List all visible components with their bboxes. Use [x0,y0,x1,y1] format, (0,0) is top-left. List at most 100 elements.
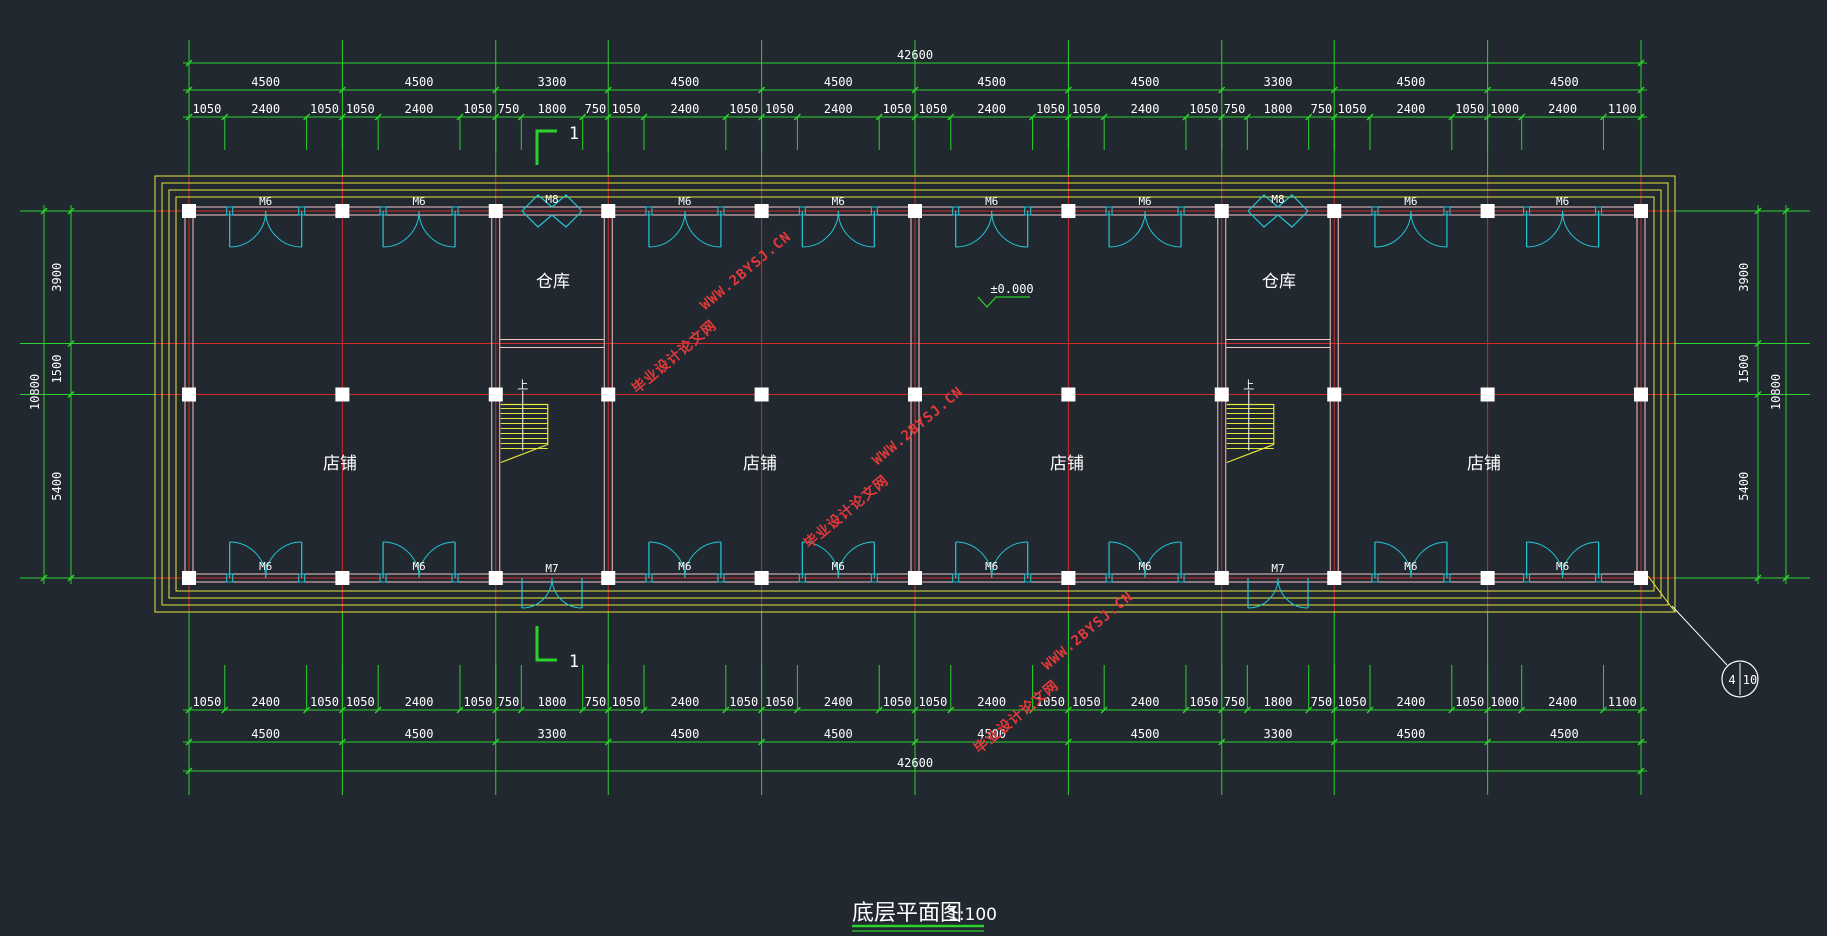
door-label: M6 [1404,560,1417,573]
dim-top-bays-label: 3300 [538,75,567,89]
column [1634,204,1648,218]
door-jamb [952,206,960,216]
dim-tick [1754,339,1762,348]
dim-top-openings-label: 1050 [1072,102,1101,116]
door-jamb [1443,573,1451,583]
level-mark: ±0.000 [977,282,1034,308]
door-m8-top: M8 [521,193,583,228]
dim-bottom-openings-label: 1050 [192,695,221,709]
door-jamb [1595,206,1603,216]
door-label: M6 [1556,560,1569,573]
dim-tick [1218,86,1226,94]
door-swing [648,210,686,248]
dim-bottom-bays-label: 4500 [1131,727,1160,741]
door-leaf [1247,210,1309,228]
dim-top-bays-label: 4500 [670,75,699,89]
dim-bottom-openings-label: 1050 [1072,695,1101,709]
dim-tick [338,738,346,746]
dim-bottom-openings-label: 1050 [883,695,912,709]
dim-tick [67,339,75,348]
drawing-scale: 1:100 [948,905,997,925]
dim-top-openings-label: 2400 [1396,102,1425,116]
dim-bottom-bays-label: 4500 [977,727,1006,741]
door-jamb [645,573,653,583]
stair-up-label: 上 [517,379,528,392]
outline-1 [161,182,1669,606]
column [908,204,922,218]
door-jamb [645,206,653,216]
column [1214,571,1229,585]
dim-tick [1782,207,1790,215]
door-label: M6 [412,195,425,208]
watermark-url: WWW.2BYSJ.CN [1040,589,1137,674]
door-swing [1144,541,1182,579]
room-label-shop-4: 店铺 [1467,454,1501,474]
door-leaf [1247,194,1309,212]
dim-bottom-openings-label: 1050 [1338,695,1367,709]
column [1327,204,1342,218]
stair-outline [1226,403,1275,464]
door-bottom: M6 [1105,541,1185,583]
dim-tick [1064,86,1072,94]
door-jamb [379,573,387,583]
dim-total-top: 42600 [897,48,933,62]
door-bottom: M6 [952,541,1032,583]
door-label: M6 [259,560,272,573]
svg-text:±0.000: ±0.000 [990,282,1033,296]
door-jamb [226,573,234,583]
dim-tick [1218,738,1226,746]
dim-tick [1754,207,1762,215]
door-leaf [521,210,583,228]
column [1327,387,1342,402]
column [1061,387,1076,402]
dim-bottom-openings-label: 1100 [1608,695,1637,709]
dim-bottom-openings-label: 1050 [310,695,339,709]
door-swing [418,541,456,579]
dim-tick [1637,767,1645,775]
door-jamb [717,573,725,583]
door-jamb [1523,206,1531,216]
door-top: M6 [226,195,306,248]
column [754,204,769,218]
drawing-title: 底层平面图 1:100 [852,901,997,932]
dim-top-bays-label: 4500 [824,75,853,89]
dim-bottom-openings-label: 750 [1311,695,1333,709]
door-swing [265,541,302,579]
dim-top-bays-label: 4500 [251,75,280,89]
door-jamb [717,206,725,216]
column [335,204,350,218]
door-swing [229,210,267,248]
dim-right-seg-label: 1500 [1737,355,1751,384]
dim-top-bays-label: 4500 [405,75,434,89]
outline-corner [1647,575,1676,613]
door-jamb [798,573,806,583]
door-swing [837,541,875,579]
dim-tick [911,86,919,94]
column [601,571,616,585]
door-bottom: M6 [1371,541,1451,583]
door-jamb [870,573,878,583]
door-jamb [1105,573,1113,583]
dim-top-openings-label: 1050 [918,102,947,116]
dim-bottom-openings-label: 1050 [1036,695,1065,709]
stair-1: 上 [500,379,549,464]
column [1061,571,1076,585]
door-jamb [1371,573,1379,583]
outline-3 [175,196,1655,592]
door-swing [1144,210,1182,248]
door-label: M6 [1556,195,1569,208]
dim-tick [338,86,346,94]
column [1480,387,1495,402]
door-label: M6 [832,560,845,573]
dim-top-bays-label: 4500 [1396,75,1425,89]
dim-tick [492,86,500,94]
door-swing [265,210,302,248]
stair-2: 上 [1226,379,1275,464]
door-swing [991,541,1028,579]
door-swing [1526,210,1564,248]
stair-up-label: 上 [1243,379,1254,392]
column [182,204,196,218]
section-mark-bottom: 1 [535,626,579,672]
dim-top-openings-label: 750 [585,102,607,116]
